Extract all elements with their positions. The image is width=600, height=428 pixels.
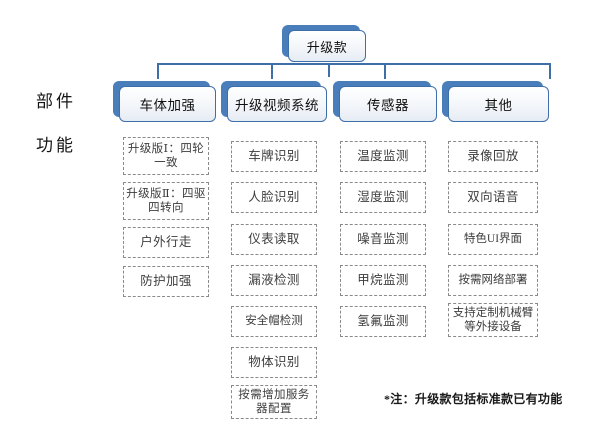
leaf-label: 特色UI界面	[463, 233, 523, 245]
category-box-3-label: 传感器	[367, 98, 409, 113]
connector-horizontal-bus	[157, 63, 551, 65]
leaf-label: 漏液检测	[248, 273, 300, 287]
connector-root-down	[328, 63, 330, 77]
row-label-functions: 功能	[36, 136, 76, 155]
category-box-4[interactable]: 其他	[442, 81, 549, 122]
leaf-item[interactable]: 升级版Ⅱ：四驱四转向	[123, 182, 209, 220]
category-box-1[interactable]: 车体加强	[113, 81, 216, 122]
leaf-item[interactable]: 户外行走	[123, 227, 209, 258]
leaf-label: 温度监测	[357, 149, 409, 163]
leaf-label: 按需增加服务器配置	[238, 389, 310, 415]
leaf-label: 仪表读取	[248, 232, 300, 246]
connector-drop-col2	[271, 63, 273, 79]
leaf-label: 噪音监测	[357, 232, 409, 246]
category-box-1-label: 车体加强	[139, 98, 196, 113]
leaf-item[interactable]: 人脸识别	[231, 182, 317, 213]
category-box-2-face: 升级视频系统	[227, 86, 327, 122]
leaf-label: 防护加强	[140, 274, 192, 288]
leaf-label: 车牌识别	[248, 149, 300, 163]
leaf-item[interactable]: 物体识别	[231, 347, 317, 378]
root-node-label: 升级款	[306, 39, 348, 55]
category-box-3-face: 传感器	[339, 86, 437, 122]
leaf-item[interactable]: 双向语音	[448, 182, 538, 213]
leaf-label: 支持定制机械臂等外接设备	[452, 307, 534, 333]
leaf-label: 甲烷监测	[357, 273, 409, 287]
leaf-label: 按需网络部署	[458, 274, 528, 286]
leaf-label: 湿度监测	[357, 190, 409, 204]
leaf-label: 双向语音	[467, 190, 519, 204]
category-box-2[interactable]: 升级视频系统	[221, 81, 327, 122]
leaf-item[interactable]: 特色UI界面	[448, 224, 538, 255]
leaf-item[interactable]: 湿度监测	[340, 182, 426, 213]
category-box-1-face: 车体加强	[119, 86, 216, 122]
leaf-item[interactable]: 安全帽检测	[231, 306, 317, 337]
leaf-item[interactable]: 录像回放	[448, 141, 538, 172]
connector-drop-col1	[157, 63, 159, 79]
category-box-3[interactable]: 传感器	[333, 81, 437, 122]
leaf-item[interactable]: 仪表读取	[231, 224, 317, 255]
root-node-face: 升级款	[288, 30, 366, 62]
category-box-2-label: 升级视频系统	[235, 98, 319, 113]
leaf-item[interactable]: 车牌识别	[231, 141, 317, 172]
leaf-label: 录像回放	[467, 149, 519, 163]
leaf-item[interactable]: 升级版Ⅰ：四轮一致	[123, 137, 209, 175]
leaf-label: 升级版Ⅰ：四轮一致	[127, 143, 205, 169]
leaf-label: 物体识别	[248, 355, 300, 369]
leaf-label: 氢氟监测	[357, 314, 409, 328]
leaf-item[interactable]: 防护加强	[123, 266, 209, 297]
leaf-item[interactable]: 温度监测	[340, 141, 426, 172]
row-label-parts: 部件	[36, 92, 76, 111]
leaf-item[interactable]: 支持定制机械臂等外接设备	[448, 303, 538, 337]
leaf-label: 户外行走	[140, 235, 192, 249]
leaf-item[interactable]: 按需增加服务器配置	[231, 385, 317, 419]
leaf-item[interactable]: 漏液检测	[231, 265, 317, 296]
category-box-4-label: 其他	[484, 98, 513, 113]
root-node-upgraded-model[interactable]: 升级款	[282, 25, 366, 62]
category-box-4-face: 其他	[448, 86, 549, 122]
leaf-label: 升级版Ⅱ：四驱四转向	[126, 188, 206, 214]
leaf-item[interactable]: 氢氟监测	[340, 306, 426, 337]
connector-drop-col4	[549, 63, 551, 79]
leaf-label: 人脸识别	[248, 190, 300, 204]
leaf-item[interactable]: 按需网络部署	[448, 265, 538, 296]
connector-drop-col3	[384, 63, 386, 79]
leaf-item[interactable]: 噪音监测	[340, 224, 426, 255]
footnote-text: *注：升级款包括标准款已有功能	[384, 392, 563, 406]
leaf-label: 安全帽检测	[245, 315, 303, 327]
leaf-item[interactable]: 甲烷监测	[340, 265, 426, 296]
